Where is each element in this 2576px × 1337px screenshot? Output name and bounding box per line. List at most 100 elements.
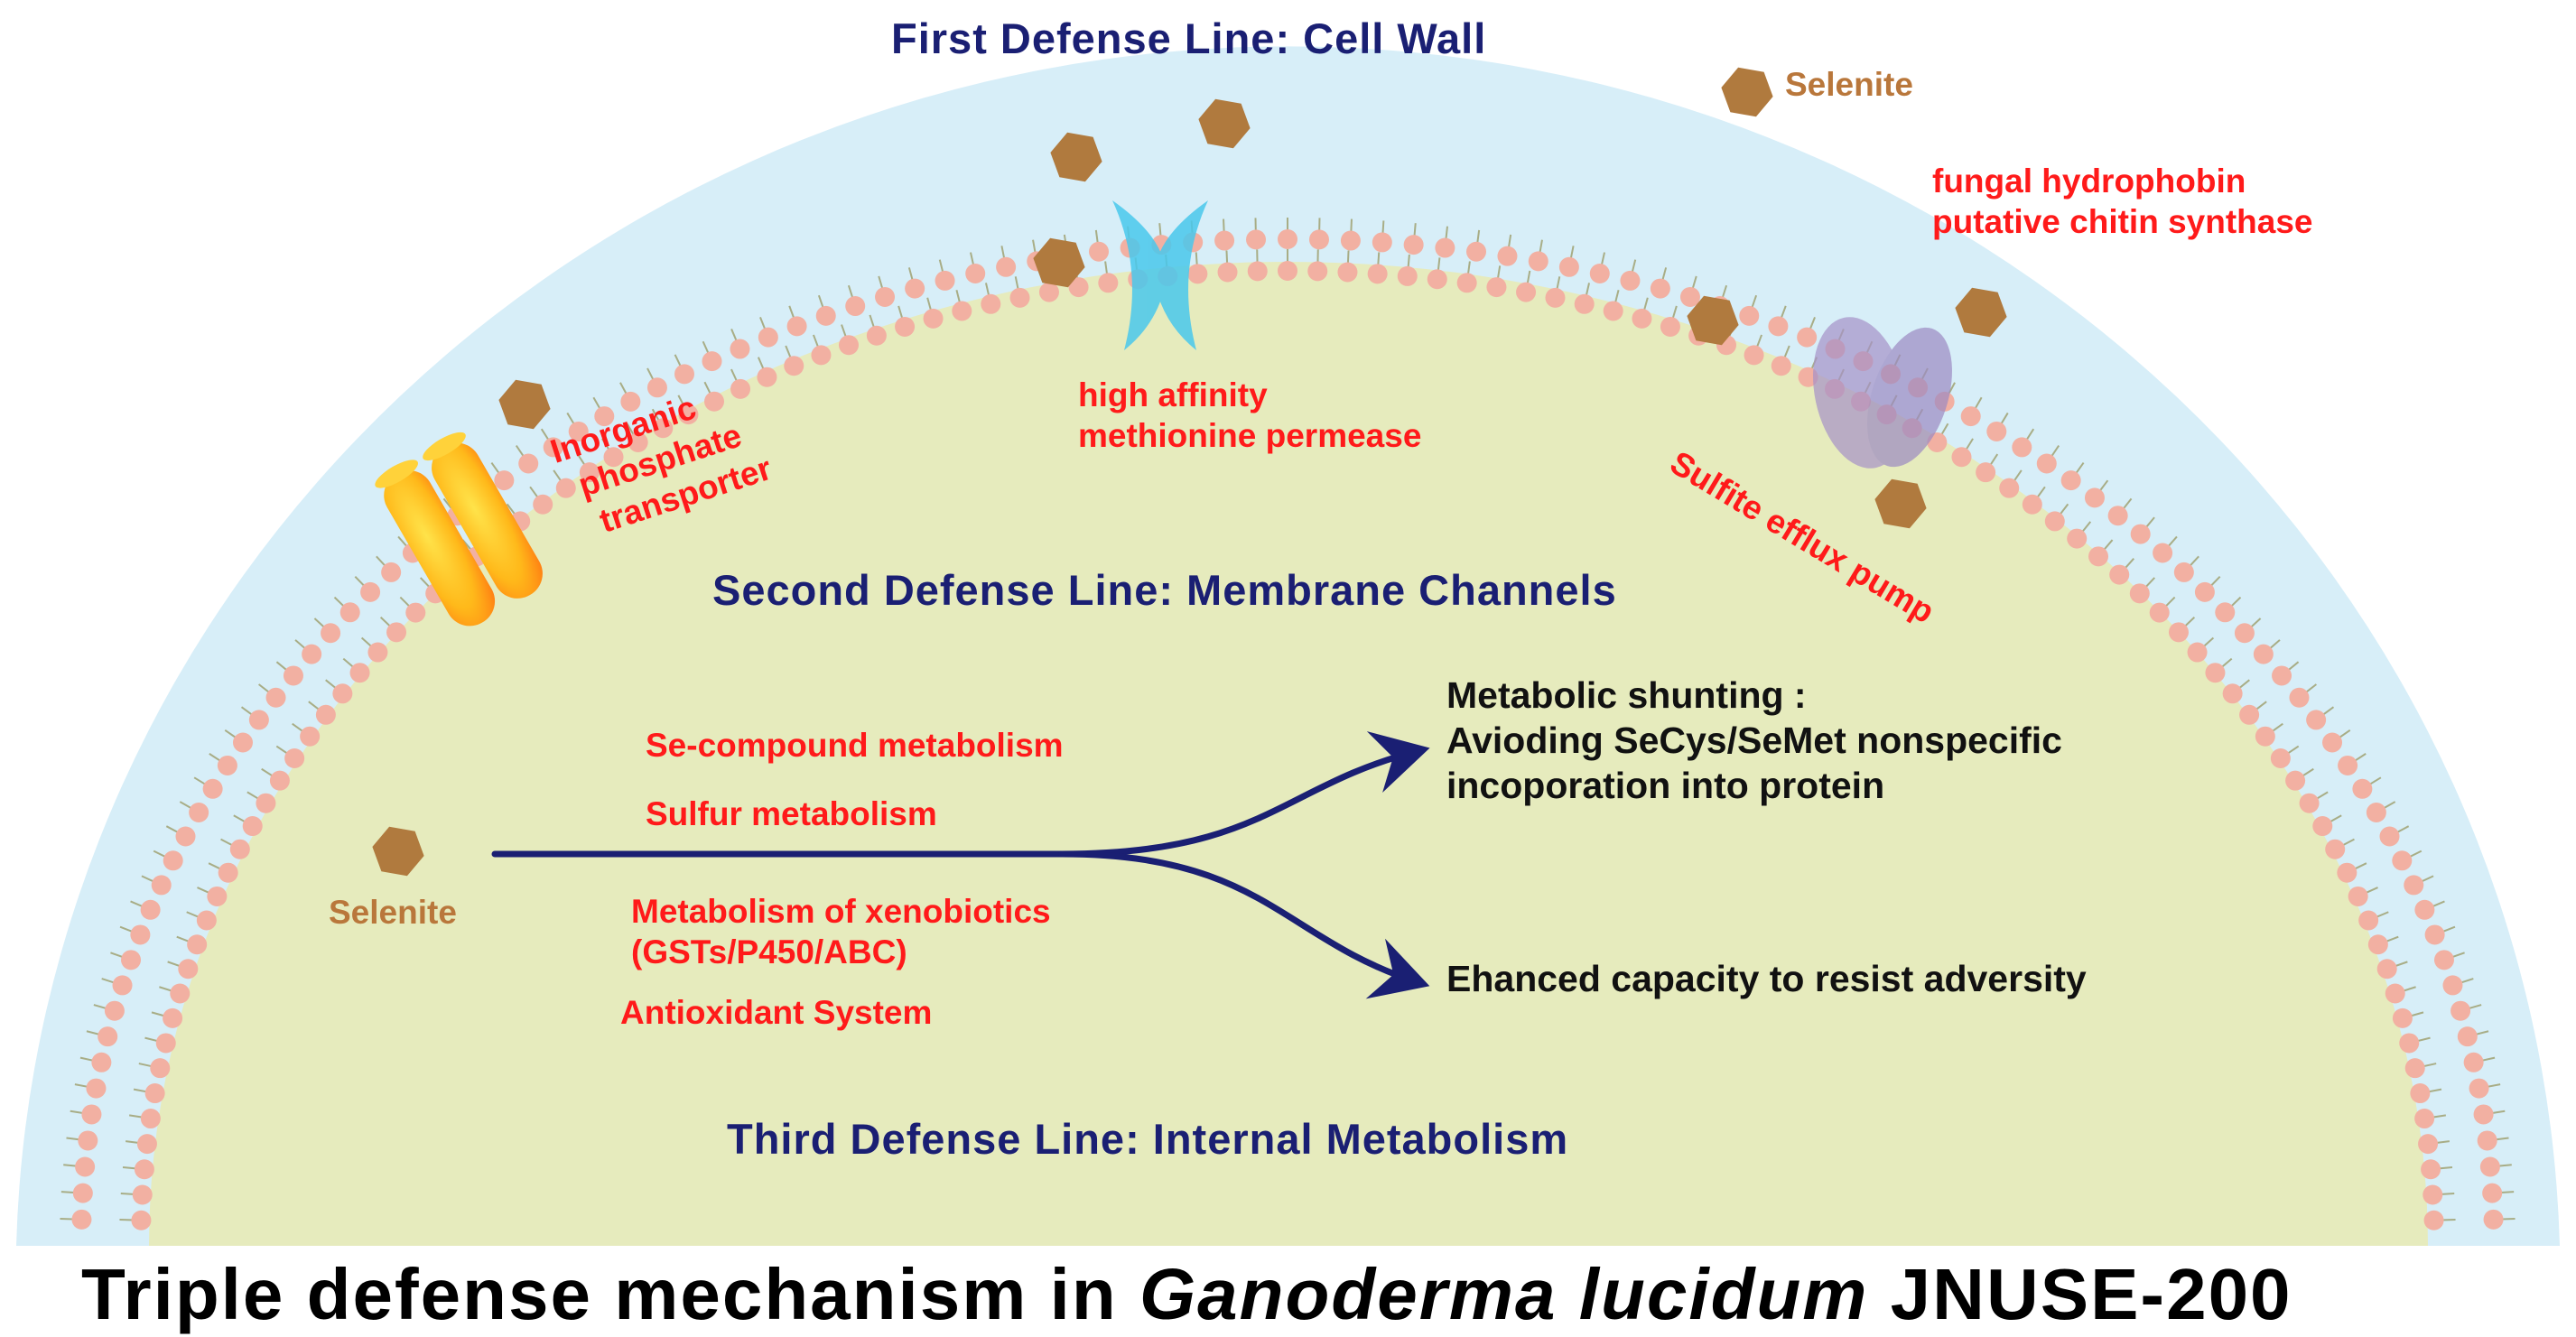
lipid-head — [151, 875, 172, 896]
lipid-head — [163, 850, 183, 871]
lipid-head — [1739, 305, 1760, 326]
lipid-head — [2392, 1007, 2413, 1028]
lipid-head — [132, 1184, 153, 1205]
lipid-head — [568, 421, 589, 441]
lipid-head — [349, 663, 370, 683]
lipid-head — [1308, 229, 1329, 250]
lipid-head — [2168, 622, 2189, 643]
lipid-head — [256, 793, 276, 813]
lipid-head — [265, 687, 286, 708]
lipid-head — [248, 710, 269, 730]
outcome-line: Avioding SeCys/SeMet nonspecific — [1446, 720, 2062, 762]
lipid-head — [121, 950, 142, 970]
lipid-head — [81, 1104, 102, 1125]
lipid-head — [2338, 755, 2358, 775]
lipid-head — [196, 910, 217, 931]
lipid-head — [72, 1183, 93, 1203]
lipid-head — [2399, 1033, 2420, 1054]
lipid-head — [2022, 494, 2042, 515]
lipid-head — [131, 1210, 152, 1230]
lipid-head — [2109, 564, 2130, 585]
lipid-head — [543, 437, 563, 458]
lipid-head — [2367, 934, 2388, 955]
first-defense-line-label: First Defense Line: Cell Wall — [891, 14, 1487, 62]
lipid-head — [187, 934, 208, 955]
lipid-head — [2457, 1026, 2478, 1047]
lipid-head — [2477, 1130, 2497, 1151]
lipid-head — [1038, 282, 1059, 302]
lipid-head — [2299, 793, 2320, 813]
selenite-hexagon-icon — [1955, 287, 2007, 338]
selenite-label-top: Selenite — [1785, 66, 1913, 103]
lipid-head — [163, 1007, 183, 1028]
lipid-head — [1367, 264, 1388, 284]
lipid-head — [866, 325, 887, 346]
cell-wall-gene-list: fungal hydrophobin putative chitin synth… — [1932, 161, 2313, 242]
lipid-head — [144, 1083, 165, 1104]
lipid-head — [1986, 421, 2007, 441]
lipid-head — [1558, 256, 1579, 277]
lipid-head — [2479, 1156, 2500, 1177]
lipid-head — [189, 802, 209, 822]
lipid-head — [2348, 886, 2368, 906]
lipid-head — [2187, 642, 2208, 663]
lipid-head — [2088, 546, 2109, 567]
lipid-head — [2036, 453, 2057, 474]
lipid-head — [2067, 528, 2088, 549]
metabolic-flow-arrows — [491, 731, 1430, 999]
lipid-head — [1545, 287, 1566, 308]
lipid-head — [2270, 748, 2291, 768]
lipid-head — [140, 899, 161, 920]
lipid-head — [2379, 826, 2400, 847]
lipid-head — [207, 886, 228, 906]
lipid-head — [1660, 316, 1680, 337]
lipid-head — [2253, 644, 2274, 664]
selenite-hexagon-icon — [1198, 98, 1251, 149]
lipid-head — [811, 345, 832, 366]
lipid-head — [2414, 899, 2435, 920]
lipid-head — [1372, 232, 1392, 253]
outcome-line: incoporation into protein — [1446, 765, 1885, 807]
lipid-head — [895, 316, 916, 337]
methionine-permease-label: high affinity methionine permease — [1078, 375, 1421, 456]
lipid-head — [1435, 237, 1455, 258]
lipid-head — [965, 263, 986, 283]
lipid-head — [1337, 262, 1358, 283]
metabolism-item: Metabolism of xenobiotics — [631, 893, 1051, 930]
lipid-head — [1679, 286, 1700, 307]
lipid-head — [136, 1134, 157, 1155]
lipid-head — [86, 1078, 107, 1099]
lipid-head — [2358, 910, 2379, 931]
lipid-head — [1516, 282, 1537, 302]
metabolism-item: (GSTs/P450/ABC) — [631, 933, 907, 971]
selenite-hexagon-icon — [1050, 132, 1102, 182]
lipid-head — [533, 494, 553, 515]
cell-wall-gene: putative chitin synthase — [1932, 203, 2313, 241]
lipid-head — [2404, 875, 2424, 896]
lipid-head — [242, 816, 263, 837]
lipid-head — [98, 1026, 118, 1047]
lipid-head — [71, 1209, 92, 1230]
outcome-line: Metabolic shunting : — [1446, 674, 1807, 716]
lipid-head — [628, 432, 648, 452]
selenite-hexagon-icon — [1033, 237, 1085, 288]
lipid-head — [104, 1000, 125, 1021]
lipid-head — [678, 404, 699, 425]
lipid-head — [78, 1130, 98, 1151]
lipid-head — [981, 293, 1001, 314]
lipid-head — [1340, 230, 1361, 251]
lipid-head — [2352, 778, 2373, 799]
lipid-head — [2285, 770, 2306, 791]
lipid-head — [2433, 950, 2454, 970]
lipid-head — [730, 378, 751, 399]
lipid-head — [202, 778, 223, 799]
lipid-head — [332, 683, 353, 704]
lipid-head — [704, 391, 724, 412]
lipid-head — [784, 356, 804, 376]
lipid-head — [1497, 246, 1518, 266]
lipid-head — [2205, 663, 2226, 683]
methionine-permease-icon — [1112, 200, 1208, 350]
lipid-head — [2153, 543, 2173, 563]
lipid-head — [646, 377, 667, 398]
lipid-head — [2385, 983, 2405, 1004]
